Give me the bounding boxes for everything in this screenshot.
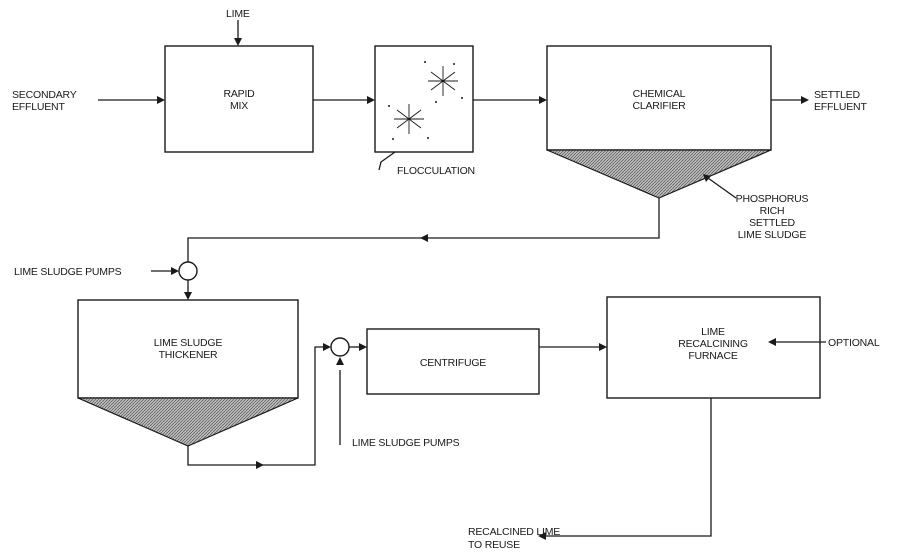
clarifier-label-1: CHEMICAL: [633, 88, 686, 100]
lime-sludge-pump-top: LIME SLUDGE PUMPS: [14, 262, 197, 300]
lime-label: LIME: [226, 8, 250, 20]
secondary-effluent-input: SECONDARY EFFLUENT: [12, 89, 165, 113]
phos-label-3: SETTLED: [749, 217, 795, 229]
pump-top-circle: [179, 262, 197, 280]
secondary-effluent-label-2: EFFLUENT: [12, 101, 65, 113]
thickener-sludge-hopper: [78, 398, 298, 446]
recalcined-lime-output: RECALCINED LIME TO REUSE: [468, 398, 711, 551]
chemical-clarifier-unit: CHEMICAL CLARIFIER: [547, 46, 771, 198]
rapid-mix-unit: RAPID MIX: [165, 46, 313, 152]
furnace-label-3: FURNACE: [688, 350, 738, 362]
phosphorus-sludge-callout: PHOSPHORUS RICH SETTLED LIME SLUDGE: [703, 174, 809, 241]
clarifier-label-2: CLARIFIER: [632, 100, 686, 112]
phos-label-4: LIME SLUDGE: [738, 229, 807, 241]
thickener-label-1: LIME SLUDGE: [154, 337, 223, 349]
lime-input: LIME: [226, 8, 250, 46]
secondary-effluent-label-1: SECONDARY: [12, 89, 77, 101]
lime-sludge-thickener-unit: LIME SLUDGE THICKENER: [78, 300, 298, 446]
pumps-top-label: LIME SLUDGE PUMPS: [14, 266, 122, 278]
flocculation-unit: FLOCCULATION: [375, 46, 475, 177]
settled-effluent-label-2: EFFLUENT: [814, 101, 867, 113]
rapid-mix-label-2: MIX: [230, 100, 248, 112]
rapid-mix-label-1: RAPID: [223, 88, 255, 100]
phos-label-2: RICH: [760, 205, 785, 217]
optional-label: OPTIONAL: [828, 337, 880, 349]
reuse-label-1: RECALCINED LIME: [468, 526, 560, 538]
pump-bottom-circle: [331, 338, 349, 356]
furnace-label-1: LIME: [701, 326, 725, 338]
clarifier-sludge-line: [188, 198, 659, 262]
recalcining-furnace-unit: LIME RECALCINING FURNACE: [607, 297, 820, 398]
flocculation-box: [375, 46, 473, 152]
phos-label-1: PHOSPHORUS: [736, 193, 809, 205]
settled-effluent-label-1: SETTLED: [814, 89, 860, 101]
centrifuge-label: CENTRIFUGE: [420, 357, 486, 369]
reuse-label-2: TO REUSE: [468, 539, 520, 551]
furnace-label-2: RECALCINING: [678, 338, 748, 350]
pumps-bottom-label: LIME SLUDGE PUMPS: [352, 437, 460, 449]
flocculation-label: FLOCCULATION: [397, 165, 475, 177]
thickener-label-2: THICKENER: [159, 349, 218, 361]
centrifuge-unit: CENTRIFUGE: [367, 329, 539, 394]
clarifier-sludge-hopper: [547, 150, 771, 198]
